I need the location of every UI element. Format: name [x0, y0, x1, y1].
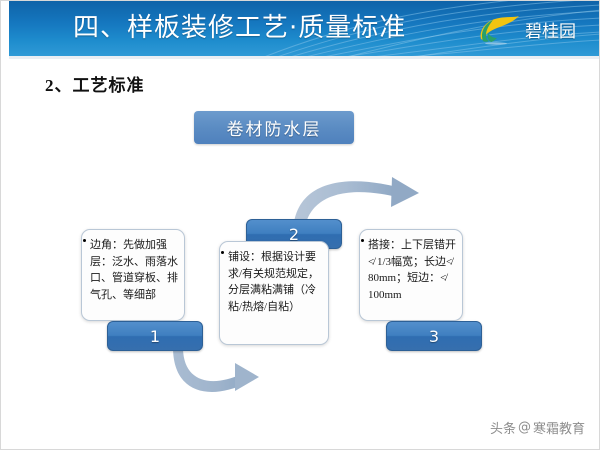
- brand-name: 碧桂园: [525, 21, 576, 42]
- process-step-2: 2 铺设：根据设计要求/有关规范规定，分层满粘满铺（冷粘/热熔/自粘）: [219, 219, 359, 349]
- step-3-text: 搭接：上下层错开≮ 1/3幅宽；长边≮ 80mm；短边：≮ 100mm: [368, 239, 456, 301]
- step-3-number: 3: [428, 326, 440, 346]
- page-title: 四、样板装修工艺·质量标准: [73, 13, 407, 43]
- step-1-text-box: 边角：先做加强层：泛水、雨落水口、管道穿板、排气孔、等细部: [81, 229, 185, 321]
- step-3-text-box: 搭接：上下层错开≮ 1/3幅宽；长边≮ 80mm；短边：≮ 100mm: [359, 229, 463, 321]
- process-step-3: 搭接：上下层错开≮ 1/3幅宽；长边≮ 80mm；短边：≮ 100mm 3: [359, 229, 499, 359]
- topic-banner-label: 卷材防水层: [226, 120, 322, 139]
- bullet-dot-icon: [361, 239, 364, 242]
- watermark-source: 头条: [489, 422, 516, 437]
- step-2-text-wrapper: 铺设：根据设计要求/有关规范规定，分层满粘满铺（冷粘/热熔/自粘）: [220, 242, 328, 319]
- watermark: 头条 @ 寒霜教育: [490, 418, 585, 437]
- header-underline: [9, 56, 599, 59]
- section-subtitle: 2、工艺标准: [45, 76, 145, 95]
- step-1-text: 边角：先做加强层：泛水、雨落水口、管道穿板、排气孔、等细部: [90, 239, 178, 301]
- step-2-text: 铺设：根据设计要求/有关规范规定，分层满粘满铺（冷粘/热熔/自粘）: [228, 251, 320, 313]
- step-3-number-tab: 3: [386, 321, 482, 351]
- step-3-text-wrapper: 搭接：上下层错开≮ 1/3幅宽；长边≮ 80mm；短边：≮ 100mm: [360, 230, 462, 307]
- watermark-account: 寒霜教育: [532, 422, 585, 437]
- step-1-number-tab: 1: [107, 321, 203, 351]
- bullet-dot-icon: [83, 239, 86, 242]
- watermark-at-icon: @: [517, 420, 531, 435]
- arrow-step1-to-step2: [173, 349, 259, 392]
- country-garden-swoosh-logo-icon: [480, 16, 519, 45]
- step-2-text-box: 铺设：根据设计要求/有关规范规定，分层满粘满铺（冷粘/热熔/自粘）: [219, 241, 329, 345]
- bullet-dot-icon: [221, 251, 224, 254]
- process-step-1: 边角：先做加强层：泛水、雨落水口、管道穿板、排气孔、等细部 1: [81, 229, 211, 351]
- header-banner: 四、样板装修工艺·质量标准 碧桂园: [9, 1, 599, 56]
- step-1-text-wrapper: 边角：先做加强层：泛水、雨落水口、管道穿板、排气孔、等细部: [82, 230, 184, 307]
- step-2-number: 2: [288, 224, 300, 244]
- topic-banner: 卷材防水层: [194, 111, 354, 144]
- step-1-number: 1: [149, 326, 161, 346]
- brand-logo: 碧桂园: [477, 9, 593, 49]
